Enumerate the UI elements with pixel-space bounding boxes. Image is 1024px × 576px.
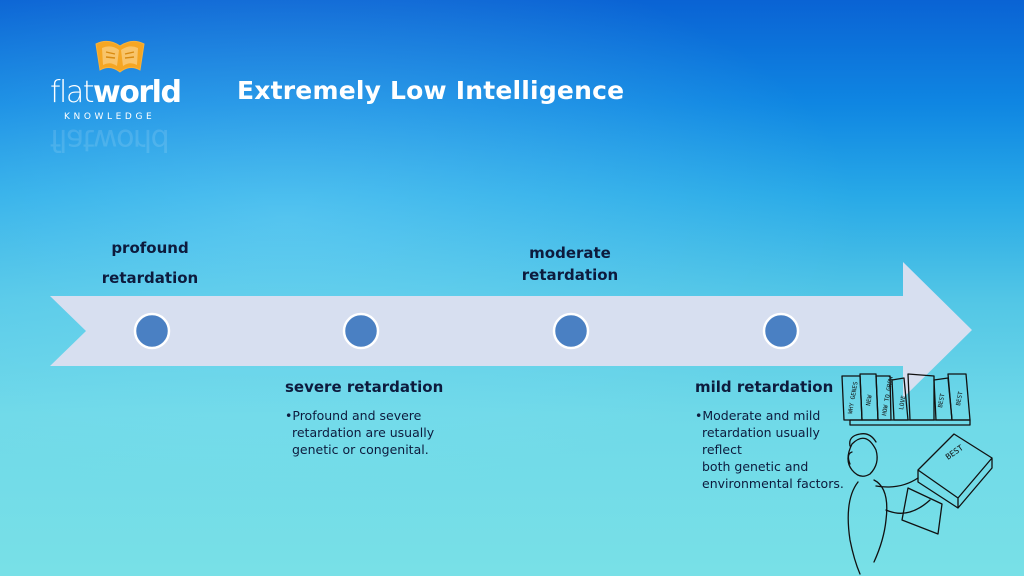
timeline-point-4	[762, 312, 800, 350]
person-body	[847, 479, 888, 575]
flatworld-logo: flatworld KNOWLEDGE flatworld	[48, 36, 188, 157]
timeline-point-3	[552, 312, 590, 350]
label-profound-line2: retardation	[101, 269, 199, 287]
note-mild-line1: •Moderate and mild	[695, 408, 821, 423]
note-mild: •Moderate and mild retardation usually r…	[695, 407, 845, 492]
book-4	[891, 377, 909, 421]
person-arm	[875, 477, 931, 514]
spine-text-2: NEW	[865, 394, 874, 406]
note-severe-line2: retardation are usually	[292, 425, 435, 440]
label-moderate-line2: retardation	[521, 266, 619, 284]
person-head	[847, 437, 878, 477]
spine-text-5: BEST	[937, 393, 946, 409]
note-mild-line4: environmental factors.	[702, 476, 844, 491]
person-reading-illustration: WHY GENES NEW HOW TO GROW LOVE BEST BEST…	[841, 373, 993, 575]
person-hair	[847, 433, 877, 465]
note-severe-line1: •Profound and severe	[285, 408, 422, 423]
spine-text-1: WHY GENES	[847, 381, 860, 415]
logo-word-world: world	[93, 75, 182, 110]
label-moderate-line1: moderate	[529, 244, 611, 262]
note-severe-line3: genetic or congenital.	[292, 442, 429, 457]
logo-subtitle: KNOWLEDGE	[64, 112, 156, 122]
slide-title: Extremely Low Intelligence	[237, 76, 625, 105]
held-paper	[901, 487, 943, 535]
timeline-point-1	[133, 312, 171, 350]
book-5	[907, 373, 935, 421]
note-severe: •Profound and severe retardation are usu…	[285, 407, 450, 458]
label-severe-retardation: severe retardation	[285, 378, 444, 396]
label-mild-retardation: mild retardation	[695, 378, 834, 396]
label-profound-line1: profound	[111, 239, 189, 257]
open-book-icon	[95, 40, 145, 73]
held-book-title: BEST	[944, 443, 965, 462]
label-profound-retardation: profound retardation	[90, 233, 210, 293]
logo-wordmark: flatworld	[50, 75, 182, 110]
spine-text-4: LOVE	[898, 395, 907, 411]
logo-word-flat: flat	[50, 75, 95, 110]
note-mild-line2: retardation usually reflect	[702, 425, 820, 457]
held-book	[917, 433, 993, 509]
label-moderate-retardation: moderate retardation	[505, 242, 635, 286]
spine-text-6: BEST	[955, 391, 964, 407]
book-3	[875, 375, 892, 421]
bookshelf	[849, 419, 971, 426]
note-mild-line3: both genetic and	[702, 459, 809, 474]
arrow-shape	[50, 262, 972, 398]
timeline-point-2	[342, 312, 380, 350]
book-7	[947, 373, 971, 421]
